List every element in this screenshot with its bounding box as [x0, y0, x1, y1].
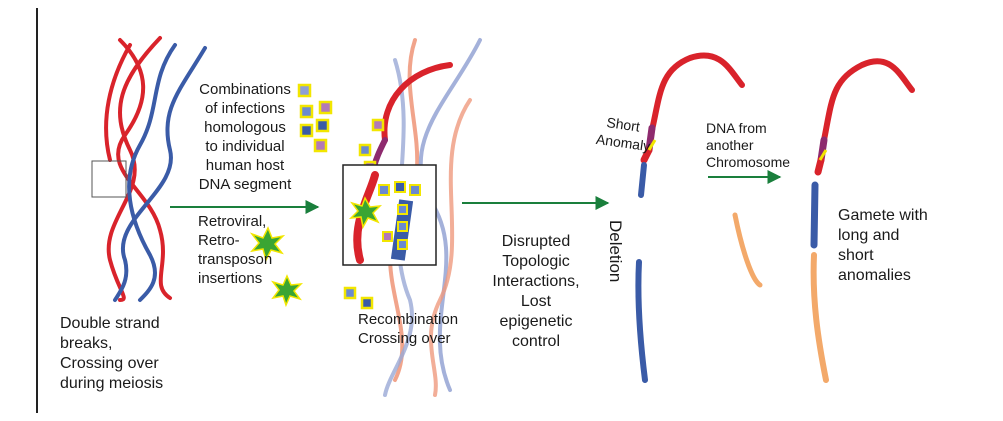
label-line: Chromosome: [706, 154, 791, 170]
label-retroviral: Retroviral, Retro- transposon insertions: [198, 212, 272, 288]
left-divider: [36, 8, 38, 413]
chromosome-red-3: [104, 43, 132, 162]
label-line: Recombination: [358, 311, 459, 328]
label-gamete: Gamete with long and short anomalies: [838, 206, 928, 286]
label-line: Crossing over: [358, 330, 451, 347]
gamete-blue: [810, 181, 819, 249]
label-line: insertions: [198, 270, 263, 287]
chromosome-orange-loose: [732, 212, 763, 288]
chromosome-red-2: [116, 38, 172, 300]
label-line: Retro-: [198, 232, 240, 249]
retroviral-star-icon: [249, 226, 286, 263]
chromosome-red-short: [640, 146, 653, 164]
label-line: Gamete with: [838, 207, 928, 224]
infection-square: [297, 83, 312, 98]
chromosome-red-arm: [649, 52, 745, 133]
chromosome-salmon-2: [428, 98, 472, 397]
label-line: anomalies: [838, 267, 911, 284]
gamete-anomaly-marker: [818, 149, 828, 161]
gamete-orange: [810, 252, 829, 383]
label-deletion: Deletion: [605, 220, 625, 282]
short-anomaly-marker: [647, 139, 657, 151]
label-line: DNA from: [706, 120, 767, 136]
label-line: DNA segment: [198, 176, 292, 193]
label-line: Topologic: [502, 253, 570, 270]
label-disrupted: Disrupted Topologic Interactions, Lost e…: [476, 232, 596, 352]
infection-square: [299, 104, 314, 119]
gamete-red-arm: [821, 58, 915, 143]
label-line: to individual: [205, 138, 285, 155]
chromosome-blue-2: [113, 46, 207, 302]
retroviral-star-icon: [271, 274, 304, 308]
label-line: human host: [205, 157, 285, 174]
label-line: during meiosis: [60, 375, 164, 392]
label-combinations: Combinations of infections homologous to…: [186, 80, 304, 194]
label-double-strand: Double strand breaks, Crossing over duri…: [60, 314, 163, 394]
chromosome-blue-1: [127, 43, 177, 302]
chromosome-lightblue-2: [383, 58, 414, 397]
label-line: Lost: [520, 293, 552, 310]
infection-square: [315, 118, 330, 133]
label-line: transposon: [198, 251, 273, 268]
stage1-chromosomes: [104, 36, 207, 302]
label-line: long and: [838, 227, 900, 244]
label-line: of infections: [204, 100, 286, 117]
label-line: Double strand: [60, 315, 160, 332]
label-line: another: [706, 137, 754, 153]
label-line: Deletion: [606, 220, 625, 283]
infection-square: [318, 100, 333, 115]
breakpoint-box: [91, 160, 127, 198]
infection-squares-group: [297, 83, 333, 153]
chromosome-blue-arm-top: [638, 162, 647, 198]
label-line: breaks,: [60, 335, 113, 352]
gamete-red-short: [814, 156, 825, 176]
label-dna-from: DNA from another Chromosome: [706, 120, 790, 171]
label-recombination: Recombination Crossing over: [358, 310, 458, 348]
label-line: Crossing over: [60, 355, 159, 372]
label-line: Retroviral,: [198, 213, 267, 230]
infection-square: [299, 123, 314, 138]
label-line: homologous: [204, 119, 286, 136]
label-line: short: [838, 247, 874, 264]
inset-star-icon: [348, 196, 383, 230]
label-short-anomaly: Short Anomaly: [595, 112, 654, 155]
label-line: Interactions,: [492, 273, 580, 290]
chromosome-blue-arm-bottom: [635, 259, 648, 383]
label-line: Disrupted: [501, 233, 571, 250]
label-line: epigenetic: [499, 313, 573, 330]
chromosome-red-top: [381, 62, 453, 143]
stage3-chromosome: [635, 52, 745, 383]
label-line: Combinations: [199, 81, 291, 98]
label-line: control: [511, 333, 561, 350]
inset-contents: [348, 171, 421, 264]
infection-square: [313, 138, 328, 153]
